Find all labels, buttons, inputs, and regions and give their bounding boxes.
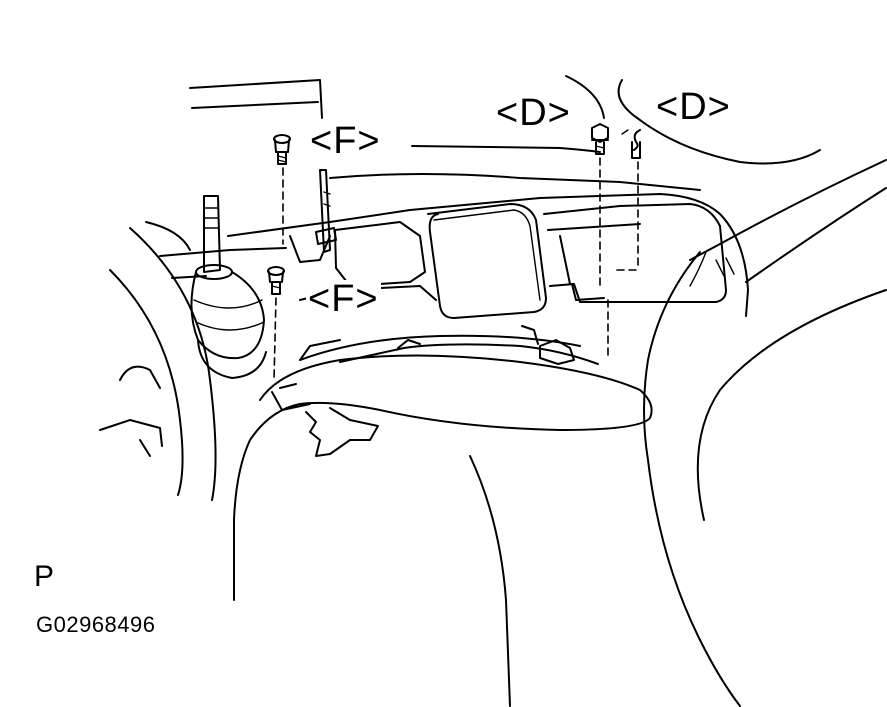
upper-console-panel [159,193,749,317]
console-lid [427,203,727,319]
callout-d-left: <D> [496,92,571,134]
clip-d-right [611,129,641,271]
lower-console-body [233,325,653,601]
callout-f-top: <F> [310,120,381,162]
view-letter: P [34,560,55,593]
callout-f-mid: <F> [306,278,381,320]
screw-f-top [273,134,291,245]
figure-code: G02968496 [36,612,156,637]
steering-wheel [109,221,217,501]
dashboard-outline [189,75,821,191]
screw-d-left [591,123,609,361]
seat-cushion [469,159,887,707]
shift-lever [190,195,267,379]
left-panel-trim [99,365,163,457]
callout-d-right: <D> [656,86,731,128]
wire-harness-post [315,169,337,253]
screw-f-mid [267,266,285,381]
